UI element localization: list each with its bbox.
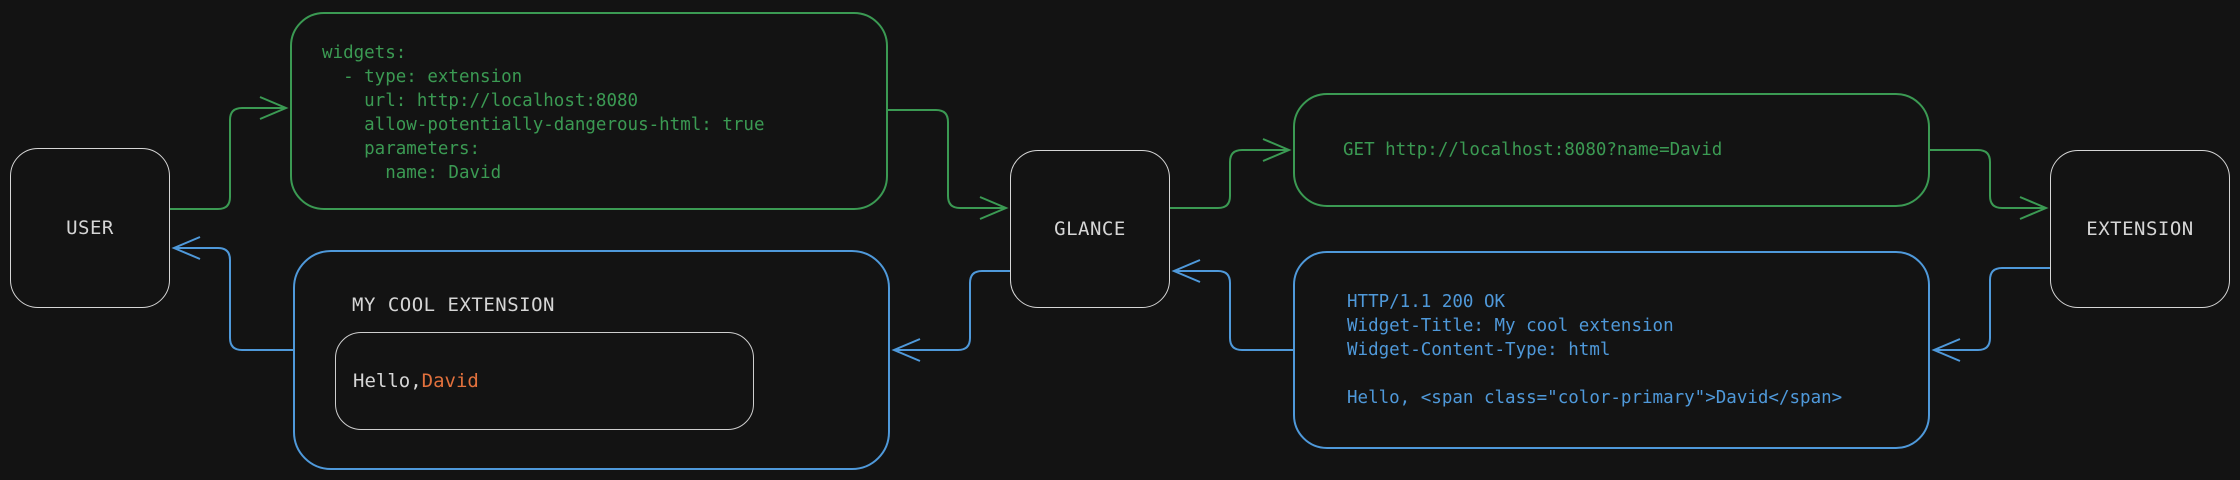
arrow-glance-to-widget	[891, 270, 1010, 362]
arrow-config-to-glance	[888, 109, 1009, 220]
node-user-label: USER	[66, 217, 114, 239]
arrow-glance-to-request	[1170, 138, 1292, 209]
widget-title: MY COOL EXTENSION	[352, 294, 555, 316]
widget-preview-box: MY COOL EXTENSION Hello, David	[293, 250, 890, 470]
config-yaml-code: widgets: - type: extension url: http://l…	[322, 43, 765, 183]
arrow-response-to-glance	[1171, 259, 1293, 351]
arrow-request-to-extension	[1930, 149, 2049, 220]
node-extension-label: EXTENSION	[2086, 218, 2194, 240]
arrow-user-to-config	[170, 96, 289, 210]
node-glance-label: GLANCE	[1054, 218, 1126, 240]
http-request-code: GET http://localhost:8080?name=David	[1343, 140, 1723, 160]
node-glance: GLANCE	[1010, 150, 1170, 308]
config-yaml-box: widgets: - type: extension url: http://l…	[290, 12, 888, 210]
greeting-prefix: Hello,	[353, 370, 422, 392]
http-request-box: GET http://localhost:8080?name=David	[1293, 93, 1930, 207]
node-user: USER	[10, 148, 170, 308]
arrow-widget-to-user	[171, 236, 293, 351]
greeting-name: David	[421, 370, 479, 392]
http-response-box: HTTP/1.1 200 OK Widget-Title: My cool ex…	[1293, 251, 1930, 449]
widget-greeting-box: Hello, David	[335, 332, 754, 430]
http-request-inner: GET http://localhost:8080?name=David	[1295, 95, 1928, 205]
node-extension: EXTENSION	[2050, 150, 2230, 308]
http-response-code: HTTP/1.1 200 OK Widget-Title: My cool ex…	[1347, 292, 1843, 408]
arrow-extension-to-response	[1931, 267, 2050, 362]
